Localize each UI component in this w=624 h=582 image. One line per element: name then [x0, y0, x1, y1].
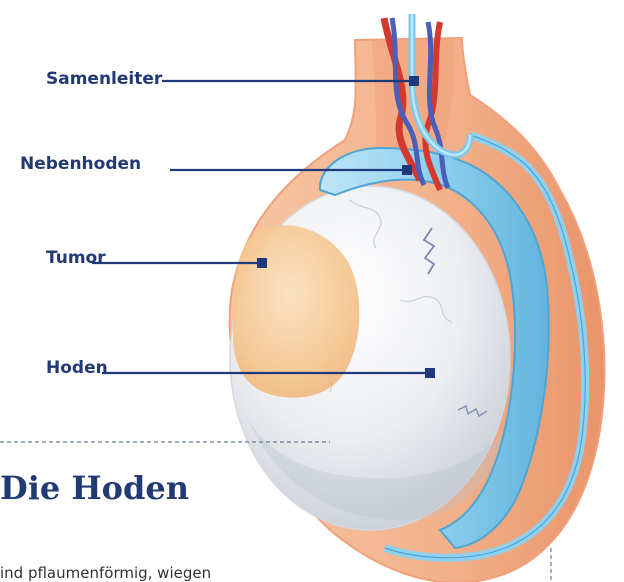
label-hoden: Hoden [46, 360, 108, 377]
leader-marker-samenleiter [409, 76, 419, 86]
label-nebenhoden: Nebenhoden [20, 156, 141, 173]
body-text: ind pflaumenförmig, wiegen [0, 566, 211, 581]
label-samenleiter: Samenleiter [46, 71, 162, 88]
label-tumor: Tumor [46, 250, 106, 267]
leader-marker-nebenhoden [402, 165, 412, 175]
section-title: Die Hoden [0, 472, 189, 504]
leader-marker-hoden [425, 368, 435, 378]
leader-marker-tumor [257, 258, 267, 268]
